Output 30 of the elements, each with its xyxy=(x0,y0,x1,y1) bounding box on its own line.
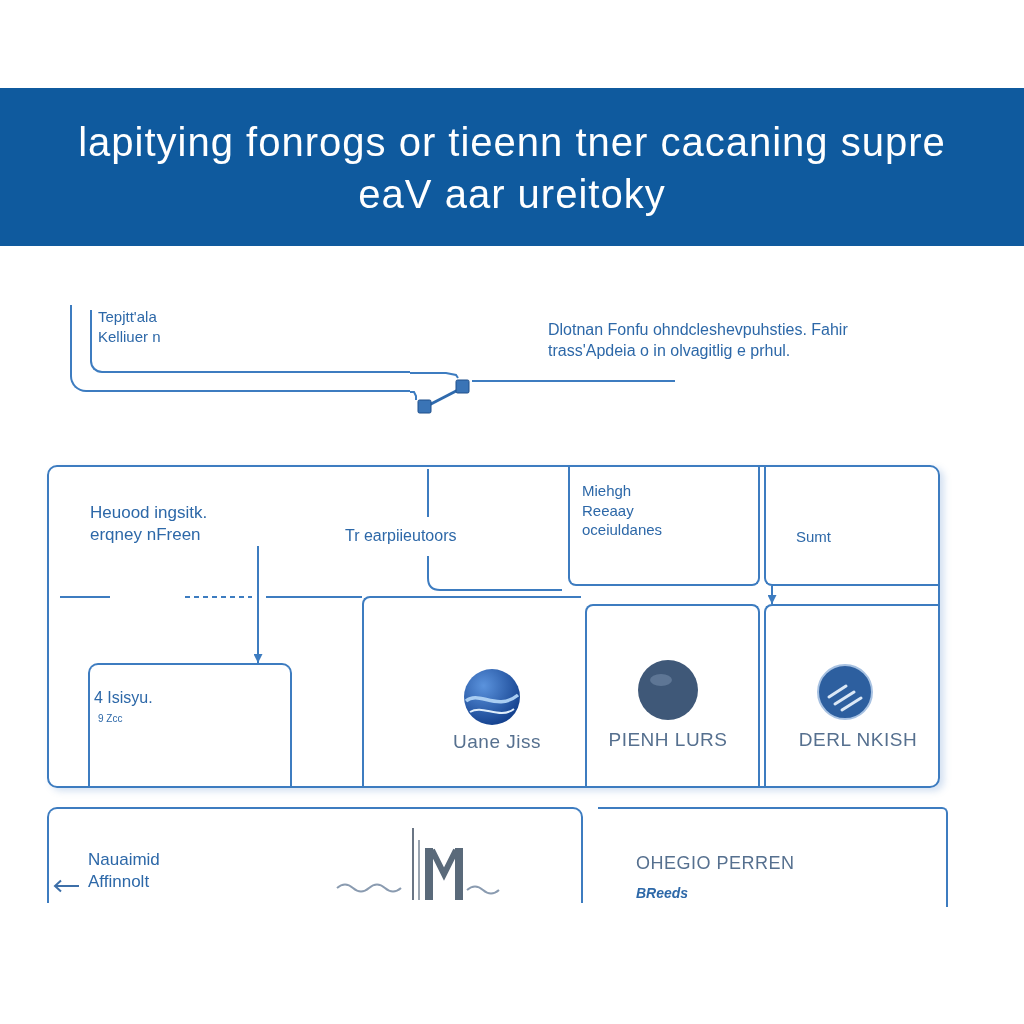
panel-label: Miehgh Reeaay oceiuldanes xyxy=(582,481,664,540)
panel xyxy=(598,807,948,907)
panel xyxy=(88,663,292,786)
small-note: 9 Zcc xyxy=(98,712,123,725)
panel xyxy=(764,604,938,786)
panel-label: Nauaimid Affinnolt xyxy=(88,849,161,894)
panel-frame xyxy=(47,465,940,788)
panel-label: Uane Jiss xyxy=(453,730,541,754)
panel-label: 4 Isisyu. xyxy=(94,688,153,708)
panel xyxy=(568,467,760,586)
panel-label: PIENH LURS xyxy=(608,728,728,752)
connector-line xyxy=(409,372,459,379)
panel-label: OHEGIO PERREN xyxy=(636,852,795,875)
panel-label: DERL NKISH xyxy=(798,728,918,752)
panel xyxy=(362,596,581,786)
panel-label: Tepjtt'ala Kelliuer n xyxy=(98,307,162,346)
arrow xyxy=(253,545,263,664)
panel xyxy=(47,807,583,903)
connector-line xyxy=(409,391,417,401)
cell-text: Heuood ingsitk. erqney nFreen xyxy=(90,502,260,546)
cell-text: Tr earpiieutoors xyxy=(345,526,457,547)
panel xyxy=(764,467,938,586)
note-text: Dlotnan Fonfu ohndcleshevpuhsties. Fahir trass'Apdeia o in olvagitlig e prhul. xyxy=(548,320,926,380)
bracket-frame xyxy=(70,305,410,392)
panel xyxy=(585,604,760,786)
panel-label: Sumt xyxy=(796,527,831,547)
connector-line xyxy=(471,380,676,382)
title: lapitying fonrogs or tieenn tner cacaning supre eaV aar ureitoky xyxy=(77,119,947,218)
sub-label: BReeds xyxy=(636,884,689,903)
arrow xyxy=(767,585,777,605)
